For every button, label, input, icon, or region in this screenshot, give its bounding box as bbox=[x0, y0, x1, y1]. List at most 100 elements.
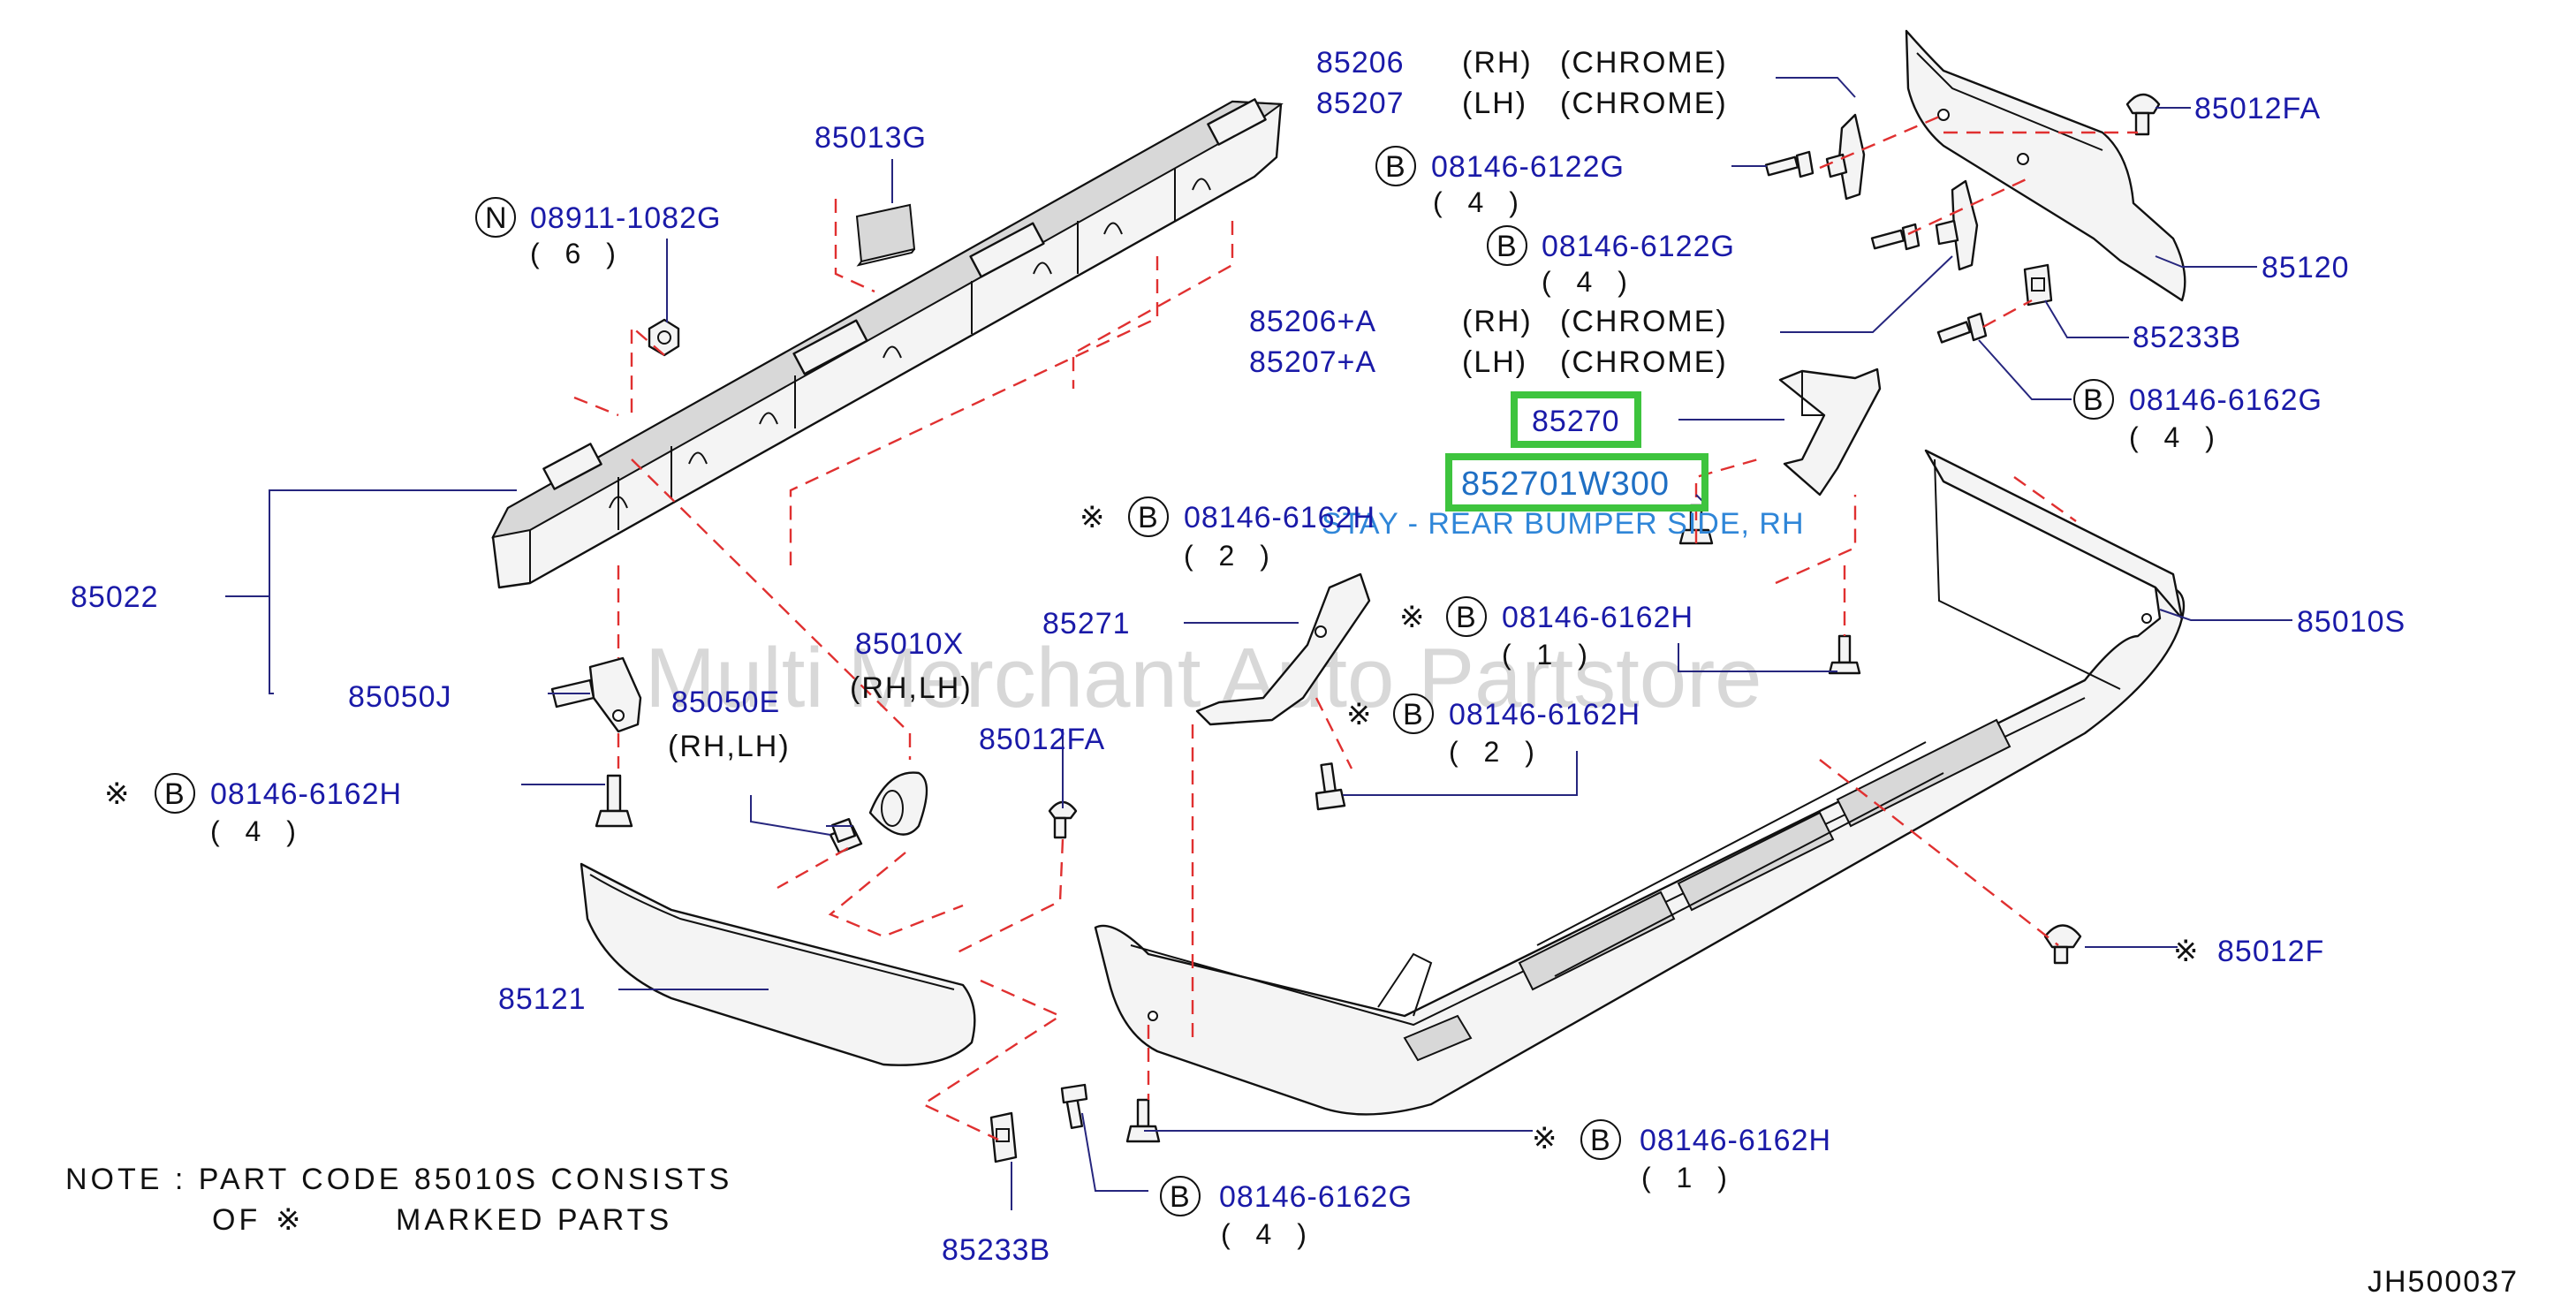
corner-trim-85121[interactable] bbox=[580, 862, 976, 1066]
highlight-box-852701w300 bbox=[1445, 453, 1708, 512]
label-08146-6162g-right[interactable]: 08146-6162G bbox=[2129, 383, 2322, 417]
bolt-08146-6162h-center[interactable] bbox=[1828, 634, 1861, 675]
svg-text:B: B bbox=[164, 777, 186, 811]
label-08146-6162h-c[interactable]: 08146-6162H bbox=[1449, 698, 1640, 731]
label-85012f[interactable]: 85012F bbox=[2217, 935, 2324, 968]
label-85012fa-right[interactable]: 85012FA bbox=[2194, 92, 2321, 125]
b-circle-7 bbox=[155, 773, 195, 814]
label-85233b-right[interactable]: 85233B bbox=[2133, 321, 2241, 354]
label-85270[interactable]: 85270 bbox=[1532, 405, 1620, 438]
svg-text:( 4 ): ( 4 ) bbox=[1221, 1218, 1315, 1250]
svg-text:※: ※ bbox=[1399, 601, 1427, 634]
svg-text:N: N bbox=[485, 201, 509, 235]
label-852701w300[interactable]: 852701W300 bbox=[1461, 466, 1670, 503]
b-circle-1 bbox=[1375, 146, 1416, 186]
bolt-08146-6162g-lower[interactable] bbox=[1060, 1083, 1088, 1129]
bolt-08146-6122g-a[interactable] bbox=[1764, 150, 1815, 178]
label-85050e[interactable]: 85050E bbox=[671, 686, 780, 719]
bolt-08146-6162h-mid[interactable] bbox=[1315, 762, 1346, 811]
b-circle-6 bbox=[1393, 693, 1434, 734]
label-85233b-lower[interactable]: 85233B bbox=[942, 1233, 1050, 1267]
svg-text:(RH,LH): (RH,LH) bbox=[850, 671, 973, 705]
label-08146-6162h-a[interactable]: 08146-6162H bbox=[1184, 501, 1375, 534]
nut-08911-1082g[interactable] bbox=[648, 318, 680, 357]
clip-85012f[interactable] bbox=[2043, 924, 2082, 965]
bumper-reinforcement-85022[interactable] bbox=[491, 98, 1284, 589]
label-08146-6162g-lower[interactable]: 08146-6162G bbox=[1219, 1180, 1413, 1214]
stay-description: STAY - REAR BUMPER SIDE, RH bbox=[1322, 507, 1805, 541]
b-circle-3 bbox=[2073, 379, 2114, 420]
bumper-fascia-85010s[interactable] bbox=[1094, 449, 2186, 1116]
svg-text:B: B bbox=[1496, 230, 1519, 263]
label-85206a[interactable]: 85206+A bbox=[1249, 305, 1376, 338]
stay-85270[interactable] bbox=[1778, 368, 1882, 496]
svg-text:※: ※ bbox=[104, 777, 132, 811]
bolt-08146-6162g-right[interactable] bbox=[1936, 312, 1988, 344]
clip-85233b-right[interactable] bbox=[2023, 263, 2053, 307]
svg-text:B: B bbox=[1138, 501, 1160, 534]
b-circle-2 bbox=[1487, 225, 1527, 266]
stay-85271[interactable] bbox=[1195, 572, 1371, 726]
label-08146-6162h-b[interactable]: 08146-6162H bbox=[1502, 601, 1693, 634]
label-85010x[interactable]: 85010X bbox=[855, 627, 964, 661]
note-line-2-prefix: OF bbox=[212, 1203, 261, 1237]
svg-text:( 6 ): ( 6 ) bbox=[530, 238, 625, 269]
svg-text:(LH): (LH) bbox=[1462, 345, 1527, 379]
clip-85050e[interactable] bbox=[829, 817, 863, 854]
bolt-08146-6122g-b[interactable] bbox=[1870, 223, 1921, 251]
cap-85010x[interactable] bbox=[868, 771, 928, 836]
bracket-85050j[interactable] bbox=[550, 656, 642, 733]
svg-text:(RH,LH): (RH,LH) bbox=[668, 730, 791, 763]
note-star: ※ bbox=[276, 1203, 305, 1237]
label-85121[interactable]: 85121 bbox=[498, 982, 587, 1016]
highlight-box-85270 bbox=[1511, 391, 1641, 448]
b-circle-5 bbox=[1446, 596, 1487, 637]
svg-text:( 4 ): ( 4 ) bbox=[210, 815, 305, 847]
label-85207[interactable]: 85207 bbox=[1316, 87, 1405, 120]
corner-trim-85120[interactable] bbox=[1905, 29, 2186, 302]
label-08146-6122g-b[interactable]: 08146-6122G bbox=[1542, 230, 1735, 263]
svg-text:( 2 ): ( 2 ) bbox=[1449, 736, 1543, 768]
b-circle-4 bbox=[1128, 496, 1169, 537]
b-circle-9 bbox=[1160, 1176, 1201, 1216]
svg-text:B: B bbox=[1590, 1124, 1612, 1157]
svg-text:( 1 ): ( 1 ) bbox=[1502, 639, 1596, 671]
label-85010s[interactable]: 85010S bbox=[2297, 605, 2406, 639]
svg-text:( 4 ): ( 4 ) bbox=[2129, 421, 2224, 453]
label-08146-6162h-e[interactable]: 08146-6162H bbox=[1640, 1124, 1831, 1157]
clip-85233b-lower[interactable] bbox=[989, 1111, 1018, 1163]
svg-text:※: ※ bbox=[1346, 698, 1374, 731]
label-85206[interactable]: 85206 bbox=[1316, 46, 1405, 80]
svg-text:( 2 ): ( 2 ) bbox=[1184, 540, 1278, 572]
label-08146-6162h-d[interactable]: 08146-6162H bbox=[210, 777, 402, 811]
svg-text:B: B bbox=[1403, 698, 1425, 731]
label-85207a[interactable]: 85207+A bbox=[1249, 345, 1376, 379]
bolt-08146-6162h-left[interactable] bbox=[595, 774, 633, 828]
leader-lines bbox=[225, 77, 2292, 1210]
label-85022[interactable]: 85022 bbox=[71, 580, 159, 614]
svg-text:(CHROME): (CHROME) bbox=[1560, 305, 1728, 338]
clip-85012fa-left[interactable] bbox=[1048, 800, 1078, 839]
label-85120[interactable]: 85120 bbox=[2262, 251, 2350, 284]
svg-text:B: B bbox=[1385, 150, 1407, 184]
pad-85013g[interactable] bbox=[855, 203, 916, 267]
label-85012fa-left[interactable]: 85012FA bbox=[979, 723, 1105, 756]
svg-text:※: ※ bbox=[2173, 935, 2201, 968]
bracket-85206[interactable] bbox=[1825, 113, 1866, 201]
label-85013g[interactable]: 85013G bbox=[814, 121, 927, 155]
svg-text:( 1 ): ( 1 ) bbox=[1641, 1162, 1736, 1194]
svg-text:(RH): (RH) bbox=[1462, 46, 1533, 80]
label-08911-1082g[interactable]: 08911-1082G bbox=[530, 201, 721, 235]
label-85271[interactable]: 85271 bbox=[1042, 607, 1131, 640]
svg-text:(CHROME): (CHROME) bbox=[1560, 46, 1728, 80]
label-85050j[interactable]: 85050J bbox=[348, 680, 452, 714]
n-circle bbox=[475, 197, 516, 238]
bolt-08146-6162h-lower[interactable] bbox=[1125, 1098, 1161, 1143]
svg-text:(LH): (LH) bbox=[1462, 87, 1527, 120]
label-08146-6122g-a[interactable]: 08146-6122G bbox=[1431, 150, 1625, 184]
bracket-85206a[interactable] bbox=[1935, 179, 1979, 271]
svg-text:(RH): (RH) bbox=[1462, 305, 1533, 338]
note-line-1: NOTE : PART CODE 85010S CONSISTS bbox=[65, 1163, 732, 1196]
clip-85012fa-right[interactable] bbox=[2125, 93, 2161, 136]
